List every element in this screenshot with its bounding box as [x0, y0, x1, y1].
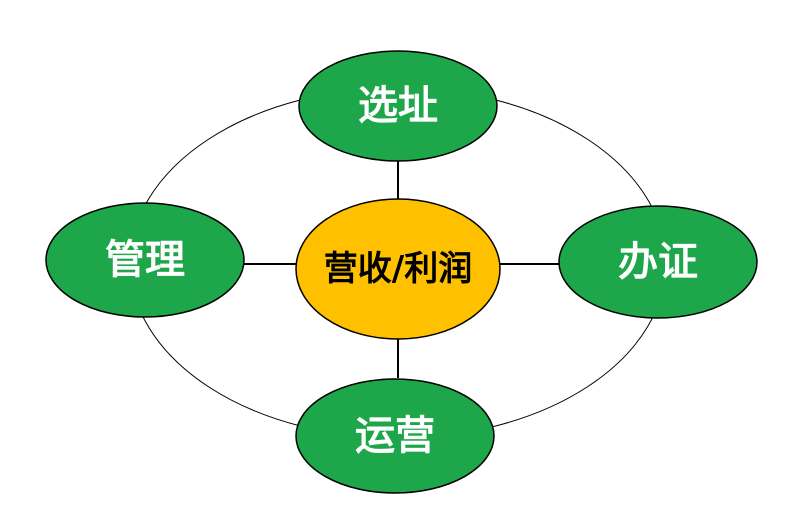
node-top: 选址 — [298, 50, 498, 162]
node-top-label: 选址 — [358, 83, 438, 129]
node-right-label: 办证 — [618, 239, 698, 285]
node-center-label: 营收/利润 — [324, 249, 472, 289]
node-center: 营收/利润 — [295, 198, 501, 340]
node-right: 办证 — [558, 205, 758, 319]
node-left: 管理 — [45, 202, 245, 318]
node-bottom: 运营 — [295, 378, 495, 494]
node-top-shape — [298, 50, 498, 162]
node-bottom-shape — [295, 378, 495, 494]
node-bottom-label: 运营 — [355, 413, 435, 459]
node-right-shape — [558, 205, 758, 319]
node-left-label: 管理 — [105, 237, 185, 283]
node-left-shape — [45, 202, 245, 318]
node-center-shape — [295, 198, 501, 340]
